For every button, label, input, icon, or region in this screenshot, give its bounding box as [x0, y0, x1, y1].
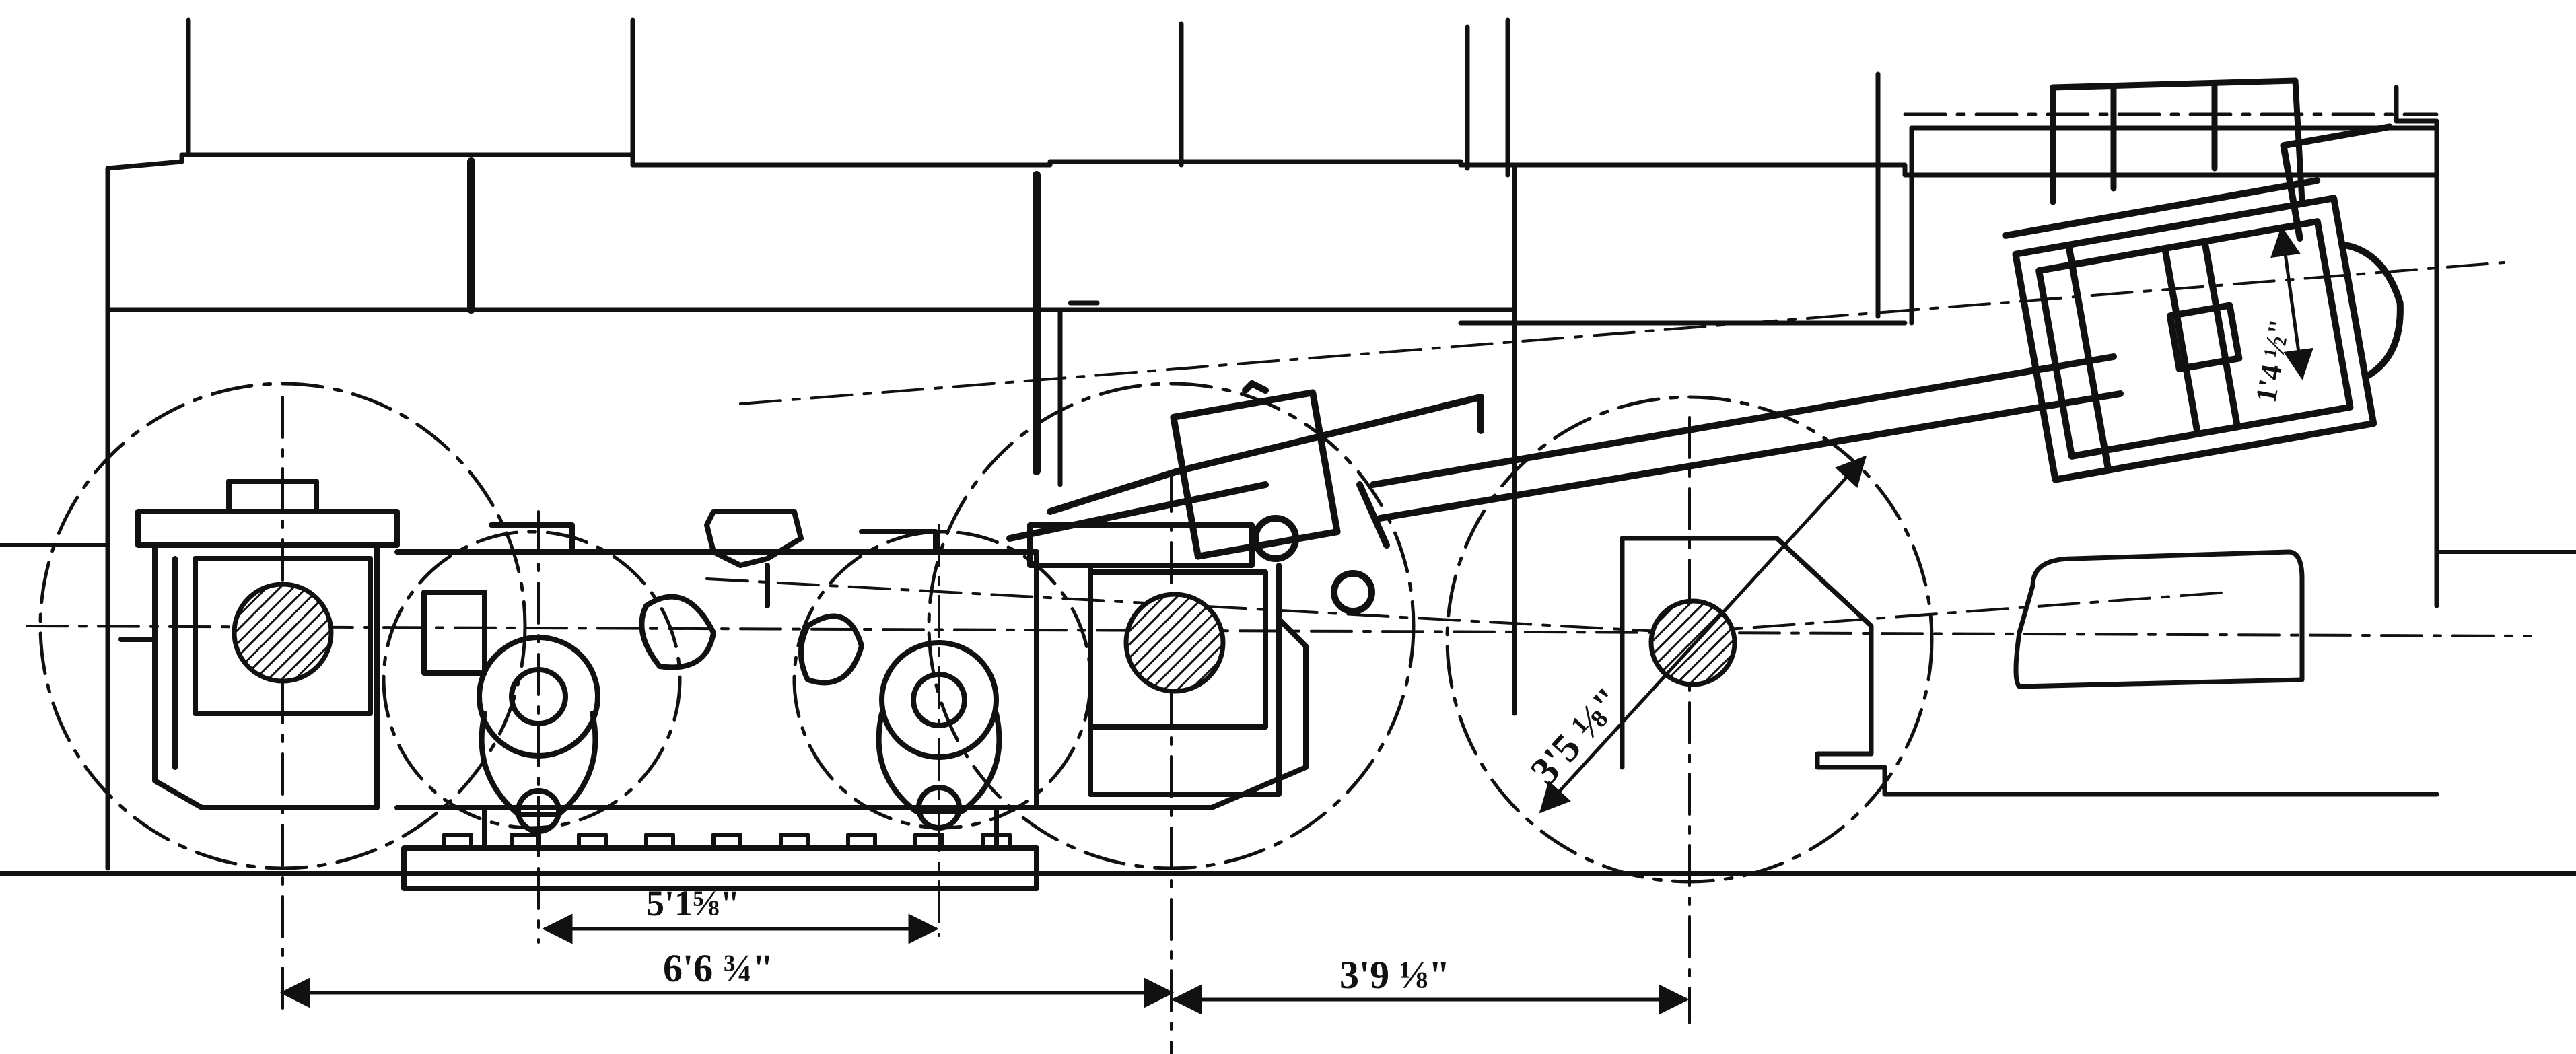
rack-teeth — [442, 833, 1012, 850]
trailing-axle — [1123, 592, 1226, 694]
cradle — [1620, 536, 2439, 797]
dim-wheel-radius: 3'5 ⅛" — [1522, 678, 1632, 793]
wheel-outlines — [38, 382, 1934, 884]
trailing-bogie-wheel — [927, 382, 1416, 870]
dimension-lines — [279, 225, 2313, 1015]
inner-wheel-left — [382, 530, 682, 830]
leading-axle — [232, 582, 334, 684]
frame-body — [105, 17, 2439, 871]
dim-bogie-wheelbase: 6'6 ¾" — [663, 946, 773, 990]
dim-cylinder-bore: 1'4 ½" — [2250, 316, 2297, 405]
bogie-frame — [118, 479, 1309, 891]
inner-hubs — [477, 635, 1002, 834]
dim-inner-spacing: 5'1⅝" — [646, 883, 740, 923]
cylinder-cover — [1903, 77, 2439, 205]
driving-wheel — [1445, 395, 1934, 884]
cylinder — [2002, 123, 2404, 483]
dim-centre-to-driving: 3'9 ⅛" — [1339, 953, 1450, 997]
leading-bogie-wheel — [38, 382, 527, 870]
